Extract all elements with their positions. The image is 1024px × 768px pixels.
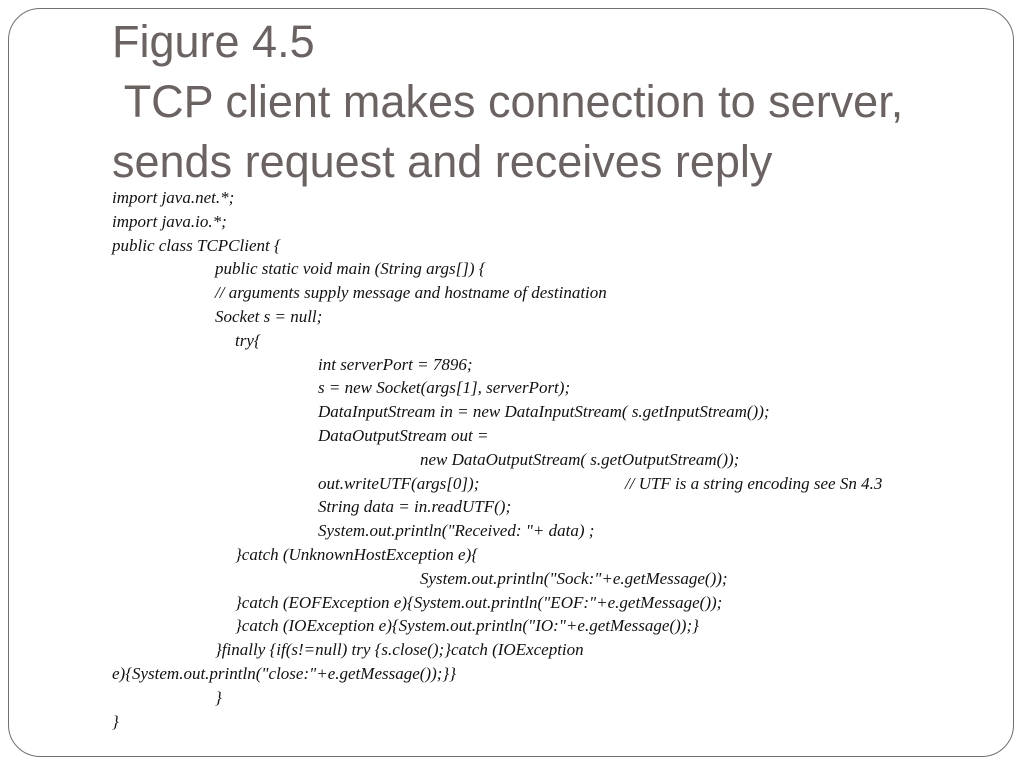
title-line-figure-number: Figure 4.5 <box>112 16 315 67</box>
code-line: }catch (EOFException e){System.out.print… <box>235 592 723 612</box>
code-line: s = new Socket(args[1], serverPort); <box>318 378 571 398</box>
code-line: } <box>112 711 119 731</box>
code-line: public class TCPClient { <box>112 235 281 255</box>
slide-title: Figure 4.5 TCP client makes connection t… <box>112 12 992 192</box>
code-line: try{ <box>235 330 261 350</box>
code-line: e){System.out.println("close:"+e.getMess… <box>112 663 457 683</box>
code-line: public static void main (String args[]) … <box>215 259 486 279</box>
code-line: }finally {if(s!=null) try {s.close();}ca… <box>215 640 584 660</box>
code-line: int serverPort = 7896; <box>318 354 473 374</box>
code-line: } <box>215 687 222 707</box>
code-line: // arguments supply message and hostname… <box>215 283 607 303</box>
code-line: System.out.println("Sock:"+e.getMessage(… <box>420 568 728 588</box>
code-line: DataOutputStream out = <box>318 425 489 445</box>
code-line: }catch (UnknownHostException e){ <box>235 544 479 564</box>
title-line-2: sends request and receives reply <box>112 136 773 187</box>
code-listing: import java.net.*; import java.io.*; pub… <box>112 186 1002 733</box>
title-line-1: TCP client makes connection to server, <box>112 76 904 127</box>
code-line: System.out.println("Received: "+ data) ; <box>318 521 595 541</box>
code-line: import java.net.*; <box>112 188 235 207</box>
slide-frame <box>8 8 1014 757</box>
code-line: out.writeUTF(args[0]);// UTF is a string… <box>112 472 1002 496</box>
code-line: String data = in.readUTF(); <box>318 497 512 517</box>
code-line: }catch (IOException e){System.out.printl… <box>235 616 699 636</box>
code-line: DataInputStream in = new DataInputStream… <box>318 402 770 422</box>
code-line: Socket s = null; <box>215 306 323 326</box>
code-comment: // UTF is a string encoding see Sn 4.3 <box>625 473 883 493</box>
code-line: import java.io.*; <box>112 211 227 231</box>
code-line: new DataOutputStream( s.getOutputStream(… <box>420 449 740 469</box>
